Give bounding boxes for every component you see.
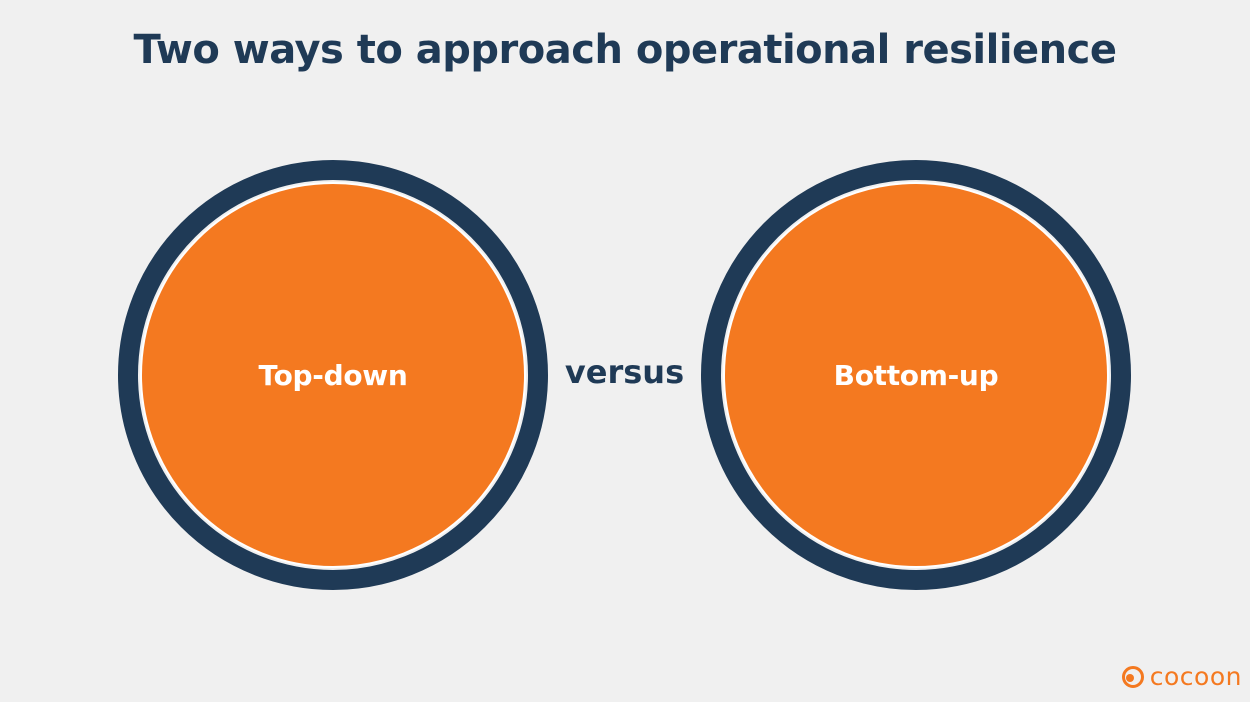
top-down-label: Top-down: [258, 358, 408, 392]
logo-wordmark: cocoon: [1149, 662, 1242, 691]
slide-title: Two ways to approach operational resilie…: [133, 27, 1118, 73]
top-down-circle-fill: Top-down: [140, 182, 526, 568]
bottom-up-circle-fill: Bottom-up: [723, 182, 1109, 568]
top-down-circle: Top-down: [118, 160, 548, 590]
bottom-up-circle: Bottom-up: [701, 160, 1131, 590]
bottom-up-label: Bottom-up: [833, 358, 999, 392]
versus-label: versus: [564, 353, 685, 391]
cocoon-logo-icon: [1121, 666, 1144, 688]
cocoon-logo: cocoon: [1121, 664, 1242, 690]
